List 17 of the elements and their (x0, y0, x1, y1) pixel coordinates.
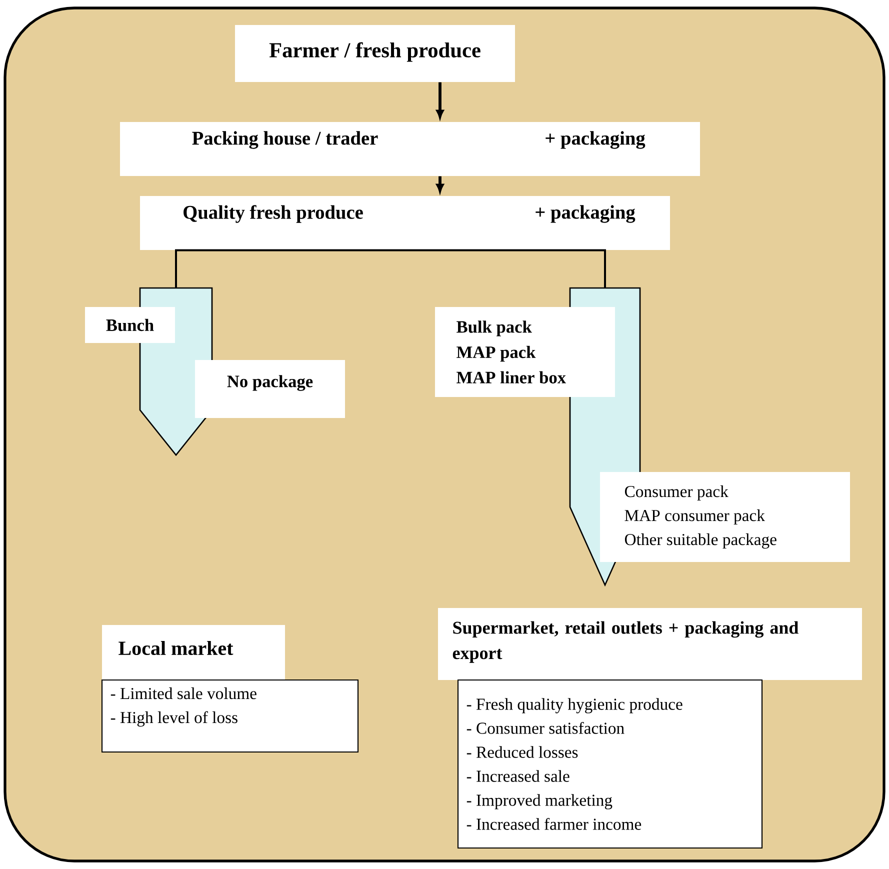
label-box: Bunch (85, 307, 175, 343)
stage-box: Quality fresh produce + packaging (140, 196, 670, 250)
connector-line (422, 249, 606, 288)
market-box: Supermarket, retail outlets + packaging and export (438, 608, 862, 680)
node-label: Local market (118, 640, 234, 656)
connector-line (175, 249, 422, 288)
label-box: No package (195, 360, 345, 418)
list-box: - Fresh quality hygienic produce - Consumer satisfaction - Reduced losses - Increased sale - Improved marketing - Increased farmer income (457, 679, 763, 849)
arrow (436, 176, 444, 192)
stage-box: Packing house / trader + packaging (120, 122, 700, 176)
market-box: Local market (102, 625, 285, 680)
label-box: Consumer pack MAP consumer pack Other suitable package (600, 472, 850, 562)
node-label: Supermarket, retail outlets + packaging and export (452, 621, 798, 663)
label-box: Bulk pack MAP pack MAP liner box (435, 307, 615, 397)
list-box: - Limited sale volume - High level of loss (101, 679, 359, 753)
stage-box: Farmer / fresh produce (235, 25, 515, 82)
arrow (436, 82, 444, 118)
